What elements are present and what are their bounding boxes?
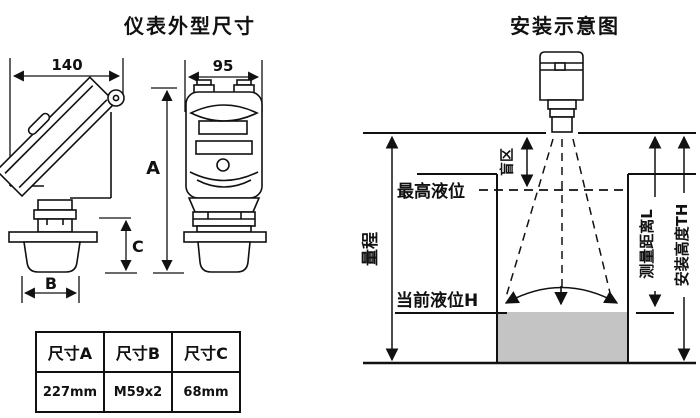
table-value-cell: M59x2 (103, 371, 173, 413)
front-view-body (185, 91, 263, 199)
left-panel-title: 仪表外型尺寸 (124, 14, 256, 38)
front-view-label-plate (195, 140, 253, 155)
dim-range-label: 量程 (360, 232, 381, 266)
sensor-nozzle (551, 116, 573, 133)
dim-140 (9, 58, 124, 170)
beam-cone (505, 138, 612, 298)
install-sensor (539, 51, 584, 133)
front-view-button (216, 158, 230, 172)
side-view-horn (23, 241, 81, 273)
front-view-flange (183, 231, 267, 243)
side-view-tilted-head (0, 76, 117, 198)
table-header-row: 尺寸A 尺寸B 尺寸C (35, 331, 241, 373)
side-view: 140 (0, 56, 144, 303)
echo-arc (504, 286, 619, 306)
table-header-cell: 尺寸A (35, 331, 105, 373)
installation-diagram: 最高液位 当前液位H 量程 盲区 测量距离L 安装高度TH (360, 51, 696, 365)
table-value-row: 227mm M59x2 68mm (35, 371, 241, 413)
dim-b (21, 276, 80, 303)
current-level-label: 当前液位H (396, 290, 478, 311)
front-view-bottom-curve-2 (196, 179, 252, 188)
dim-b-label: B (45, 274, 57, 293)
dim-c-label: C (132, 237, 144, 256)
sensor-cable-entry (554, 62, 566, 71)
dim-140-label: 140 (51, 56, 82, 74)
side-view-neck (33, 199, 77, 233)
dim-install-height-label: 安装高度TH (673, 204, 691, 287)
table-header-cell: 尺寸B (103, 331, 173, 373)
dim-blind-zone-label: 盲区 (499, 148, 516, 176)
front-view-bottom-curve-1 (189, 171, 259, 182)
hinge-pin (112, 94, 120, 102)
right-panel-title: 安装示意图 (510, 14, 620, 38)
dim-c (99, 217, 137, 274)
side-view-flange (8, 231, 98, 243)
front-view-ring (196, 225, 252, 233)
dim-a-label: A (146, 158, 160, 179)
front-view-horn (197, 241, 251, 273)
max-level-label: 最高液位 (397, 181, 465, 202)
front-view-lens-band (189, 104, 259, 122)
front-view-display-window (198, 120, 248, 135)
head-handle (27, 112, 51, 136)
table-value-cell: 68mm (171, 371, 241, 413)
front-view-taper (187, 197, 261, 213)
table-value-cell: 227mm (35, 371, 105, 413)
dim-a (151, 87, 184, 274)
liquid-fill (498, 312, 627, 363)
dim-95-label: 95 (213, 57, 234, 75)
table-header-cell: 尺寸C (171, 331, 241, 373)
front-view: 95 (146, 57, 267, 274)
front-view-glands (193, 79, 255, 94)
hinge-circle (107, 89, 125, 107)
dimensions-table: 尺寸A 尺寸B 尺寸C 227mm M59x2 68mm (35, 331, 241, 413)
dim-measuring-distance-label: 测量距离L (638, 209, 656, 279)
